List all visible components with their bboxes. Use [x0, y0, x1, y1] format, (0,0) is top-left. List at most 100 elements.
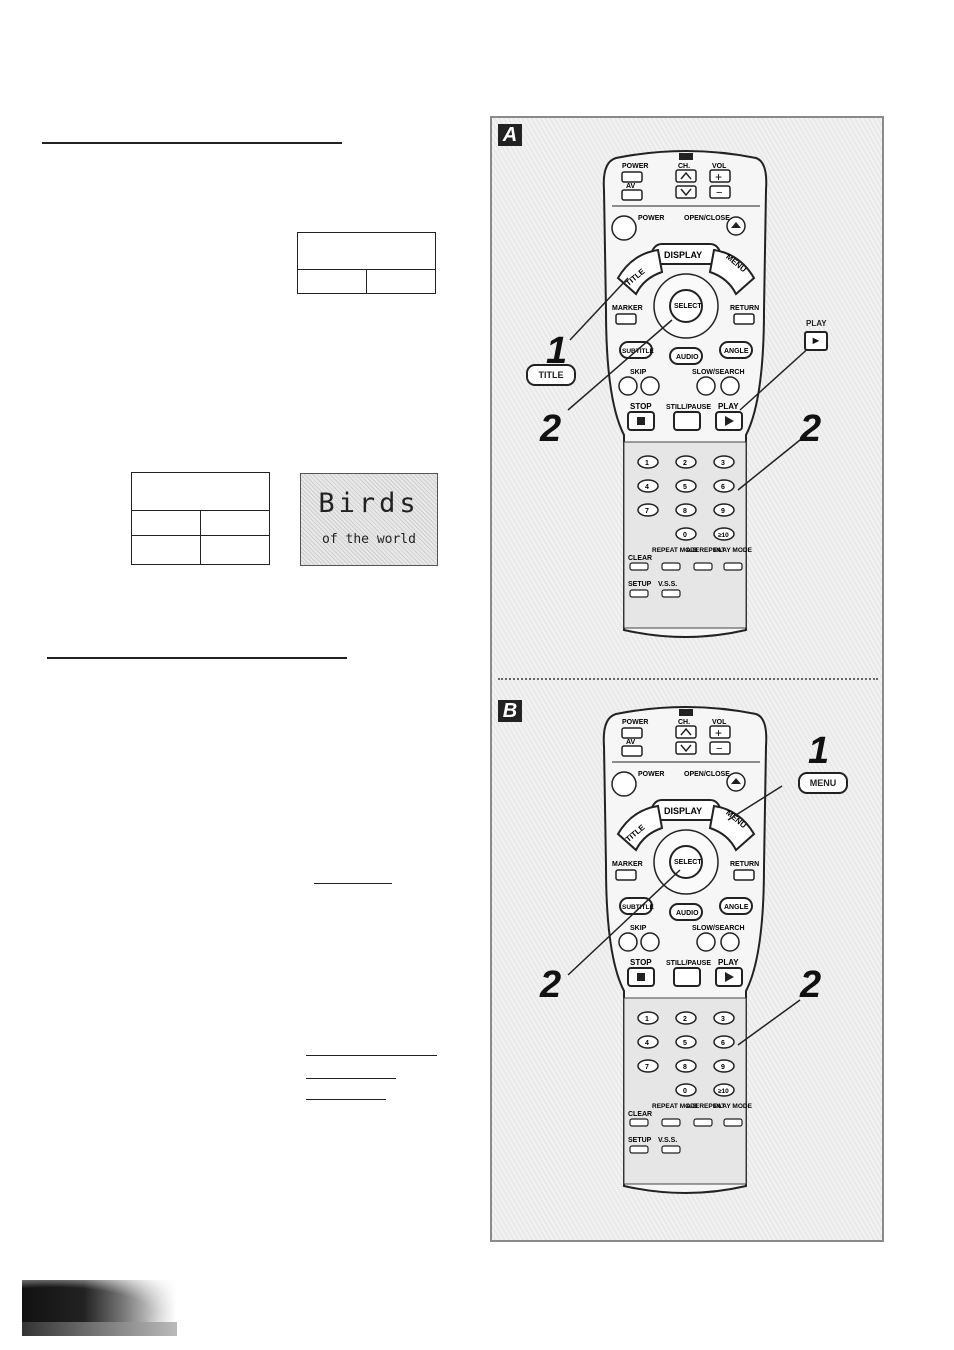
display-label: DISPLAY	[664, 806, 702, 816]
step-2-callout-a-left: 2	[540, 408, 562, 450]
title-button	[616, 248, 664, 296]
subtitle-label: SUBTITLE	[622, 348, 654, 355]
step-2-callout-a-right: 2	[800, 408, 822, 450]
angle-label: ANGLE	[724, 348, 749, 355]
power-dvd-label: POWER	[638, 771, 664, 778]
svg-text:4: 4	[645, 1040, 649, 1047]
clear-button	[629, 562, 649, 571]
select-button	[669, 289, 703, 323]
ch-label: CH.	[678, 719, 690, 726]
menu-button	[708, 248, 756, 296]
svg-text:0: 0	[683, 1088, 687, 1095]
skip-back-button	[618, 932, 638, 952]
subtitle-button	[619, 897, 653, 915]
clear-label: CLEAR	[628, 1111, 652, 1118]
vss-button	[661, 1145, 681, 1154]
ab-repeat-button	[693, 1118, 713, 1127]
svg-text:≥10: ≥10	[718, 532, 729, 539]
title-screen-image: Birds of the world	[300, 473, 438, 566]
play-label: PLAY	[718, 402, 739, 411]
return-button	[733, 313, 755, 325]
vol-up-button	[709, 725, 731, 739]
vol-down-button	[709, 185, 731, 199]
search-forward-button	[720, 376, 740, 396]
page-tab-mark-base	[22, 1322, 177, 1336]
panel-a-badge: A	[498, 124, 522, 146]
angle-button	[719, 341, 753, 359]
power-dvd-button	[611, 215, 637, 241]
power-tv-button	[621, 171, 643, 183]
return-label: RETURN	[730, 861, 759, 868]
power-dvd-button	[611, 771, 637, 797]
vss-label: V.S.S.	[658, 1137, 677, 1144]
av-label: AV	[626, 739, 636, 746]
svg-text:5: 5	[683, 484, 687, 491]
stop-label: STOP	[630, 958, 652, 967]
vol-label: VOL	[712, 719, 727, 726]
ab-repeat-label: A-B REPEAT	[686, 547, 725, 554]
svg-text:−: −	[716, 743, 722, 755]
ir-window	[679, 153, 693, 160]
svg-text:8: 8	[683, 508, 687, 515]
setup-label: SETUP	[628, 581, 652, 588]
svg-text:9: 9	[721, 1064, 725, 1071]
text-underline-4	[306, 1099, 386, 1100]
stop-label: STOP	[630, 402, 652, 411]
text-underline-3	[306, 1078, 396, 1079]
angle-label: ANGLE	[724, 904, 749, 911]
audio-button	[669, 347, 703, 365]
step-2-callout-b-right: 2	[800, 964, 822, 1006]
vol-up-button	[709, 169, 731, 183]
menu-button	[708, 804, 756, 852]
search-back-button	[696, 932, 716, 952]
subtitle-button	[619, 341, 653, 359]
svg-text:0: 0	[683, 532, 687, 539]
marker-label: MARKER	[612, 305, 643, 312]
av-button	[621, 189, 643, 201]
return-label: RETURN	[730, 305, 759, 312]
skip-label: SKIP	[630, 925, 647, 932]
play-mode-label: PLAY MODE	[714, 547, 753, 554]
angle-button	[719, 897, 753, 915]
marker-button	[615, 313, 637, 325]
svg-text:≥10: ≥10	[718, 1088, 729, 1095]
step-2-callout-b-left: 2	[540, 964, 562, 1006]
search-forward-button	[720, 932, 740, 952]
open-close-label: OPEN/CLOSE	[684, 215, 730, 222]
play-mode-label: PLAY MODE	[714, 1103, 753, 1110]
ab-repeat-label: A-B REPEAT	[686, 1103, 725, 1110]
slow-search-label: SLOW/SEARCH	[692, 369, 745, 376]
digit-buttons: 1 2 3 4 5 6 7 8 9 0 ≥10	[637, 1011, 735, 1097]
panel-b-badge: B	[498, 700, 522, 722]
menu-key-illustration: MENU	[798, 772, 848, 794]
search-back-button	[696, 376, 716, 396]
svg-text:3: 3	[721, 1016, 725, 1023]
menu-diagram-small-split	[366, 269, 367, 294]
open-close-label: OPEN/CLOSE	[684, 771, 730, 778]
title-screen-heading: Birds	[318, 488, 420, 519]
remote-control-a: POWER CH. VOL + − AV POWER OPEN/CLOSE DI…	[602, 150, 768, 638]
play-mode-button	[723, 562, 743, 571]
power-tv-button	[621, 727, 643, 739]
svg-text:−: −	[716, 187, 722, 199]
ch-label: CH.	[678, 163, 690, 170]
repeat-mode-button	[661, 562, 681, 571]
select-label: SELECT	[674, 303, 702, 310]
step-1-callout-a: 1	[546, 330, 568, 372]
av-label: AV	[626, 183, 636, 190]
svg-text:8: 8	[683, 1064, 687, 1071]
vol-label: VOL	[712, 163, 727, 170]
svg-text:7: 7	[645, 1064, 649, 1071]
svg-text:6: 6	[721, 484, 725, 491]
power-label: POWER	[622, 719, 648, 726]
text-underline-1	[314, 883, 392, 884]
repeat-mode-label: REPEAT MODE	[652, 1103, 700, 1110]
setup-button	[629, 589, 649, 598]
vss-label: V.S.S.	[658, 581, 677, 588]
display-label: DISPLAY	[664, 250, 702, 260]
play-mode-button	[723, 1118, 743, 1127]
subtitle-label: SUBTITLE	[622, 904, 654, 911]
play-key-illustration-label: PLAY	[806, 319, 827, 328]
ab-repeat-button	[693, 562, 713, 571]
svg-text:2: 2	[683, 460, 687, 467]
